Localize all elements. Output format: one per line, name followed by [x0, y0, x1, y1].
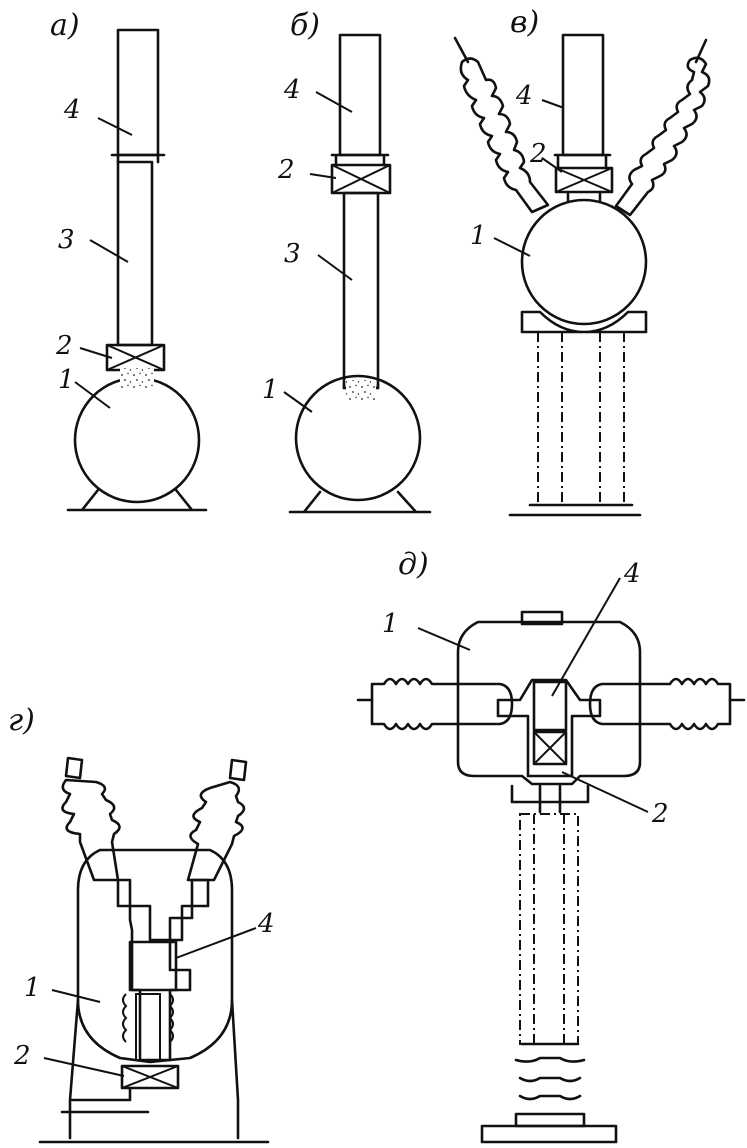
panel-d-num-1: 1 — [382, 609, 399, 639]
panel-v: в) 4 2 1 — [453, 5, 711, 517]
panel-d-part-2 — [532, 730, 568, 766]
panel-a: а) 4 3 2 1 — [50, 8, 208, 512]
panel-d-part-4 — [532, 680, 568, 732]
panel-g-num-1: 1 — [24, 973, 41, 1003]
panel-v-num-1: 1 — [470, 221, 487, 251]
panel-v-part-1 — [520, 198, 648, 326]
panel-g: г) 4 1 2 — [8, 703, 275, 1144]
panel-a-part-3 — [116, 160, 154, 347]
panel-b-num-1: 1 — [262, 375, 279, 405]
panel-v-label: в) — [510, 5, 539, 40]
panel-v-bushing-right — [614, 38, 711, 217]
panel-d-part-1 — [456, 620, 642, 786]
panel-b-num-2: 2 — [277, 155, 295, 185]
panel-a-label: а) — [50, 8, 80, 43]
panel-g-num-2: 2 — [13, 1041, 31, 1071]
panel-d: д) 1 4 2 — [356, 547, 746, 1144]
panel-a-num-3: 3 — [58, 225, 75, 255]
panel-a-num-4: 4 — [63, 95, 81, 125]
panel-g-bushing-right — [186, 758, 248, 882]
panel-g-label: г) — [8, 703, 35, 738]
panel-a-num-1: 1 — [58, 365, 75, 395]
panel-d-num-2: 2 — [651, 799, 669, 829]
panel-a-part-4 — [116, 28, 160, 157]
panel-v-num-2: 2 — [529, 139, 547, 169]
panel-b-part-3 — [342, 191, 380, 390]
panel-v-part-4 — [561, 33, 605, 157]
panel-d-bushing-right — [588, 677, 746, 731]
panel-v-bushing-left — [453, 36, 550, 214]
panel-d-num-4: 4 — [623, 559, 641, 589]
panel-b-num-3: 3 — [284, 239, 301, 269]
panel-b-num-4: 4 — [283, 75, 301, 105]
panel-g-part-4 — [128, 940, 178, 992]
panel-b-label: б) — [290, 8, 320, 43]
panel-d-bushing-left — [356, 677, 514, 731]
panel-g-num-4: 4 — [257, 909, 275, 939]
panel-g-part-2 — [120, 1064, 180, 1090]
panel-d-label: д) — [398, 547, 429, 582]
panel-v-part-2 — [554, 166, 614, 194]
panel-a-num-2: 2 — [55, 331, 73, 361]
panel-b: б) 4 2 3 1 — [262, 8, 432, 514]
panel-v-num-4: 4 — [515, 81, 533, 111]
panel-g-bushing-left — [61, 756, 121, 882]
panel-b-part-1 — [294, 374, 422, 502]
panel-b-part-4 — [338, 33, 382, 157]
